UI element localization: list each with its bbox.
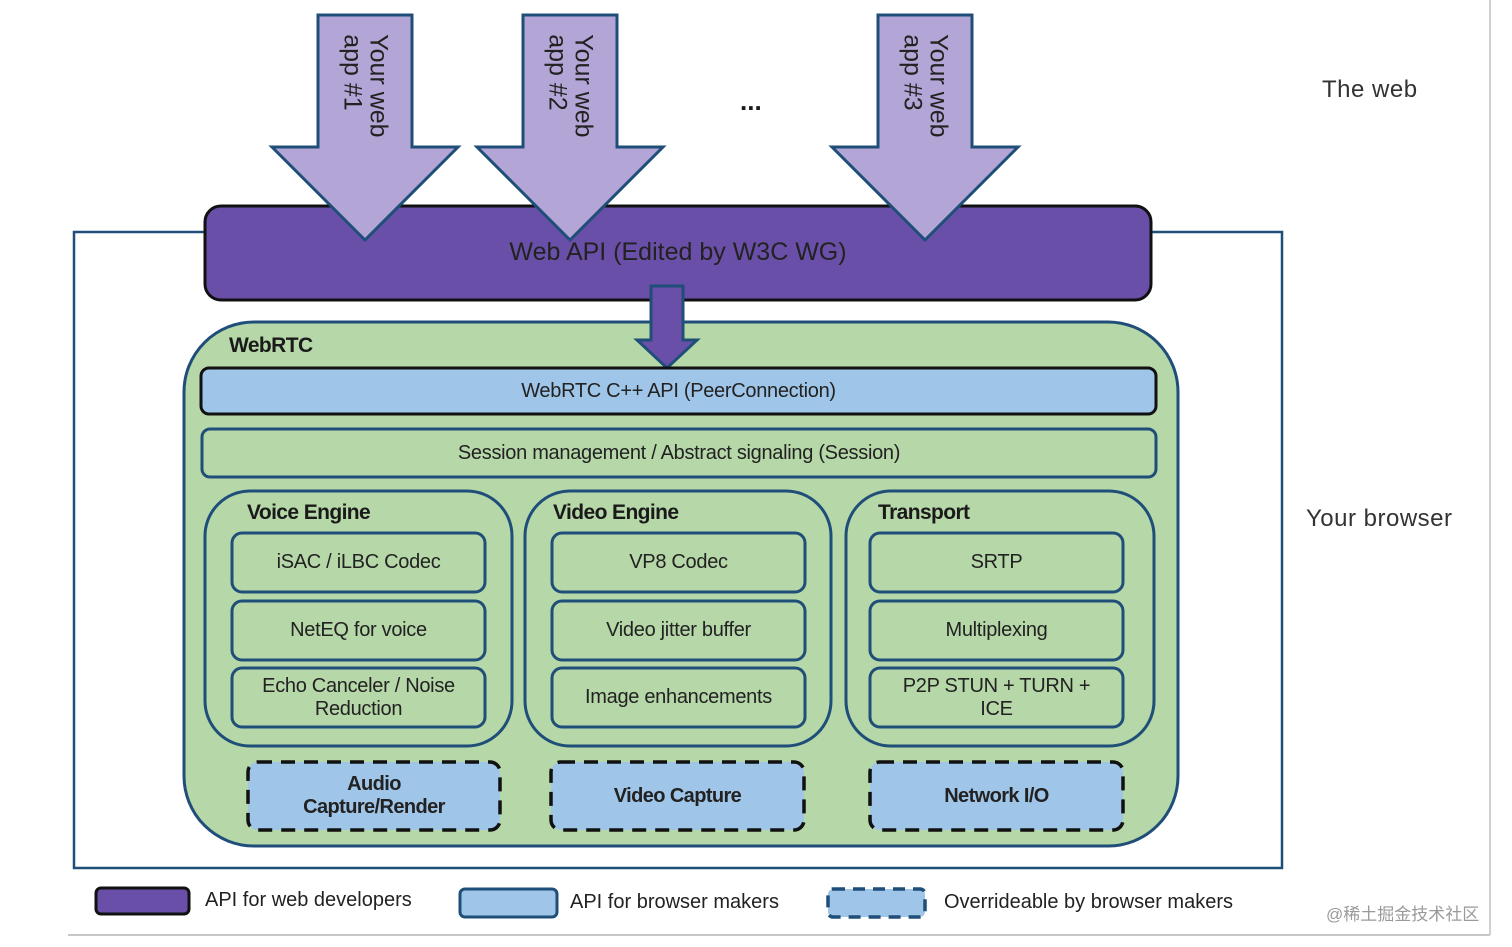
legend-swatch-overrideable xyxy=(826,887,927,919)
web-api-down-arrow xyxy=(633,284,701,371)
video-item: Image enhancements xyxy=(585,686,772,708)
app-1-label: Your web app #1 xyxy=(338,34,393,174)
video-item-box xyxy=(550,599,807,662)
transport-item-box xyxy=(868,666,1125,729)
session-label: Session management / Abstract signaling … xyxy=(457,441,901,464)
app-arrow-2 xyxy=(473,13,667,243)
video-item-box xyxy=(550,531,807,594)
network-io-box xyxy=(868,760,1125,832)
transport-title: Transport xyxy=(878,501,970,524)
legend-browser-label: API for browser makers xyxy=(570,891,779,913)
legend-swatch-web-dev xyxy=(94,886,191,916)
app-3-label: Your web app #3 xyxy=(898,34,953,174)
voice-item: iSAC / iLBC Codec xyxy=(276,551,441,573)
app-arrow-1 xyxy=(268,13,462,243)
app-label-line2: app #3 xyxy=(898,34,926,111)
legend-swatch-browser xyxy=(458,887,559,919)
your-browser-label: Your browser xyxy=(1306,505,1453,532)
web-api-label: Web API (Edited by W3C WG) xyxy=(509,237,847,266)
webrtc-title: WebRTC xyxy=(229,334,313,357)
audio-capture-label: Audio Capture/Render xyxy=(303,773,445,818)
network-io-label: Network I/O xyxy=(944,784,1049,807)
app-2-label: Your web app #2 xyxy=(543,34,598,174)
more-apps-ellipsis: ... xyxy=(740,86,762,116)
app-label-line1: Your web xyxy=(569,34,598,138)
app-label-line2: app #1 xyxy=(338,34,366,111)
app-label-line2: app #2 xyxy=(543,34,571,111)
voice-item-box xyxy=(230,599,487,662)
video-item: Video jitter buffer xyxy=(606,619,751,641)
transport-item-box xyxy=(868,599,1125,662)
video-item: VP8 Codec xyxy=(629,551,728,573)
video-capture-label: Video Capture xyxy=(613,784,742,807)
app-label-line1: Your web xyxy=(924,34,953,138)
voice-item-box xyxy=(230,531,487,594)
video-engine-title: Video Engine xyxy=(553,501,679,524)
video-item-box xyxy=(550,666,807,729)
app-label-line1: Your web xyxy=(364,34,393,138)
legend-web-dev-label: API for web developers xyxy=(205,889,412,911)
audio-capture-box xyxy=(246,760,502,832)
legend-overrideable-label: Overrideable by browser makers xyxy=(944,891,1233,913)
the-web-label: The web xyxy=(1322,76,1418,103)
transport-item: Multiplexing xyxy=(945,619,1048,641)
video-capture-box xyxy=(549,760,806,832)
voice-engine-title: Voice Engine xyxy=(247,501,371,524)
cpp-api-label: WebRTC C++ API (PeerConnection) xyxy=(521,379,836,402)
app-arrow-3 xyxy=(828,13,1022,243)
watermark: @稀土掘金技术社区 xyxy=(1326,905,1480,924)
voice-item-box xyxy=(230,666,487,729)
transport-item-box xyxy=(868,531,1125,594)
voice-item: Echo Canceler / Noise Reduction xyxy=(262,674,455,720)
transport-item: P2P STUN + TURN + ICE xyxy=(902,674,1091,720)
cpp-api-bar xyxy=(199,366,1158,416)
transport-item: SRTP xyxy=(970,551,1023,573)
voice-item: NetEQ for voice xyxy=(290,619,427,641)
session-bar xyxy=(200,427,1158,479)
